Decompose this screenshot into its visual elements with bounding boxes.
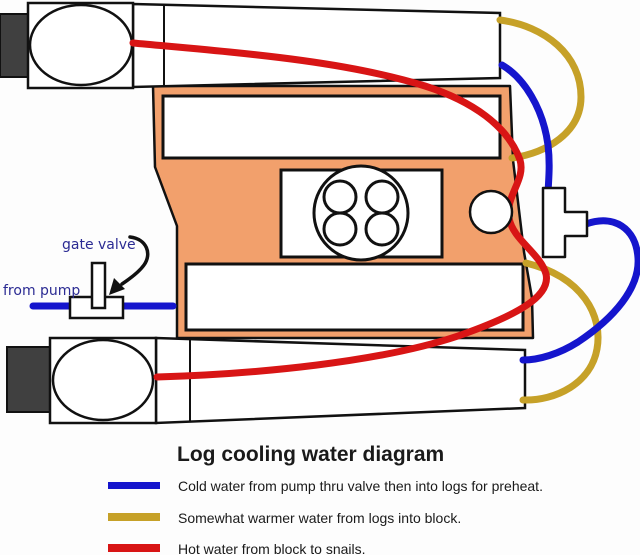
legend: Log cooling water diagram Cold water fro… [108,443,543,555]
block-lower-water-passage [184,262,525,332]
from-pump-label: from pump [3,283,80,299]
gate-valve-label: gate valve [62,237,136,253]
gate-valve-arrowhead-icon [109,278,125,295]
cylinder-bore [364,179,400,215]
legend-swatch-hot [108,544,160,552]
cylinder-bore [322,179,358,215]
block-upper-water-passage [161,94,502,160]
gate-valve [68,261,125,320]
top-log [0,1,502,90]
cylinder-bore [322,211,358,247]
cylinder-bores [312,164,410,262]
cold-water-pipe-to-bottom-log [519,217,640,364]
gate-valve-arrow [120,235,150,286]
top-log-snail-ellipse [28,3,134,87]
warm-water-pipe-top-log-to-block [496,16,585,162]
cylinder-bore-outer [312,164,410,262]
bottom-log-body [154,336,527,425]
bottom-log [6,336,527,425]
legend-swatch-warm [108,513,160,521]
engine-block [151,84,535,340]
legend-text-hot: Hot water from block to snails. [178,541,366,555]
tee-fitting [541,186,589,259]
thermostat-outlet-port [468,189,514,235]
top-log-end-cap [0,13,29,78]
gate-valve-stem [90,261,107,310]
legend-text-warm: Somewhat warmer water from logs into blo… [178,510,461,526]
legend-swatch-cold [108,482,160,489]
bottom-log-end-cap [6,346,51,413]
legend-title: Log cooling water diagram [177,443,444,466]
legend-text-cold: Cold water from pump thru valve then int… [178,478,543,494]
cylinder-bore [364,211,400,247]
cold-water-pipe-to-top-log [498,61,553,196]
bottom-log-snail-ellipse [51,338,155,422]
warm-water-pipe-bottom-log-to-block [519,259,602,404]
